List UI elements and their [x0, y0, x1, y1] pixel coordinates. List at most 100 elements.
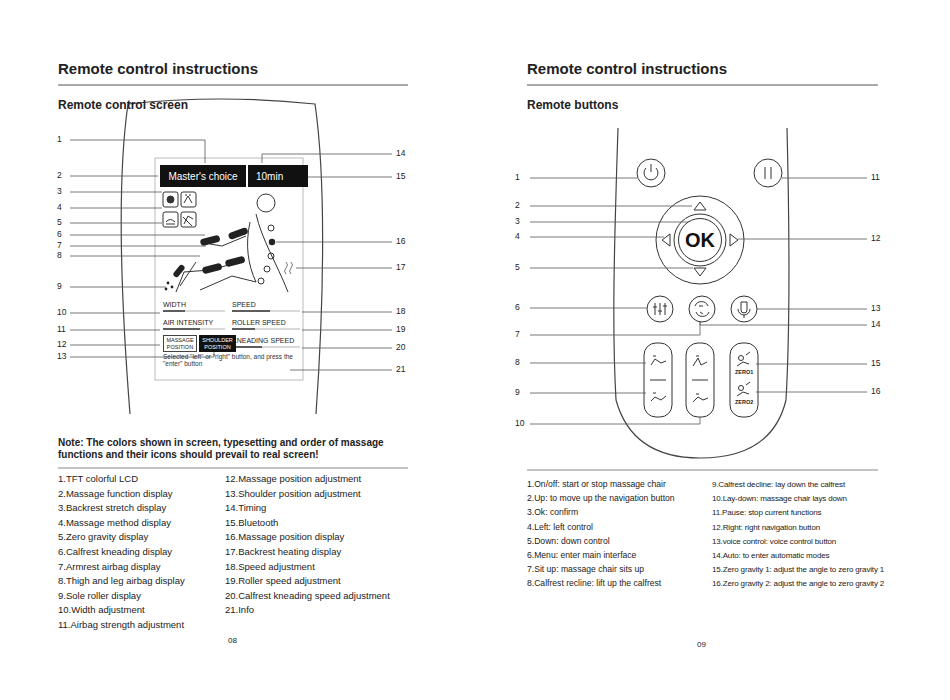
- line-art-line: [70, 246, 206, 247]
- list-item: 11.Pause: stop current functions: [712, 508, 821, 517]
- line-art-line: [232, 346, 262, 348]
- callout-number: 19: [396, 325, 405, 335]
- callout-number: 2: [515, 201, 520, 211]
- callout-number: 1: [57, 135, 62, 145]
- callout-number: 1: [515, 173, 520, 183]
- line-art-circle: [268, 225, 274, 231]
- callout-number: 20: [396, 343, 405, 353]
- line-art-line: [70, 223, 162, 224]
- line-art-line: [70, 192, 162, 193]
- line-art-circle: [656, 196, 744, 284]
- list-item: 4.Left: left control: [527, 523, 593, 533]
- line-art-path: [184, 194, 192, 203]
- callout-number: 4: [57, 203, 62, 213]
- line-art-path: [693, 356, 708, 402]
- callout-number: 16: [396, 237, 405, 247]
- list-item: 7.Sit up: massage chair sits up: [527, 565, 644, 575]
- node-text: Master's choice: [168, 171, 237, 182]
- node-text: OK: [685, 229, 715, 251]
- line-art-g: [165, 227, 276, 291]
- line-art-path: [256, 214, 288, 292]
- list-item: 6.Calfrest kneading display: [58, 547, 172, 558]
- line-art-line: [527, 470, 878, 471]
- callout-number: 7: [57, 241, 62, 251]
- line-art-path: [200, 222, 256, 290]
- list-item: 1.TFT colorful LCD: [58, 474, 138, 485]
- node-text: 10min: [256, 171, 283, 182]
- list-item: 4.Massage method display: [58, 518, 171, 529]
- line-art-path: [183, 216, 193, 226]
- line-art-rect: [181, 192, 196, 207]
- line-art-line: [58, 468, 408, 469]
- list-item: 20.Calfrest kneading speed adjustment: [225, 591, 390, 602]
- line-art-path: [737, 352, 750, 366]
- line-art-line: [70, 256, 200, 257]
- list-item: 19.Roller speed adjustment: [225, 576, 341, 587]
- callout-number: 14: [871, 320, 880, 330]
- line-art-circle: [739, 356, 744, 361]
- callout-number: 15: [871, 359, 880, 369]
- line-art-path: [765, 167, 771, 179]
- list-item: 9.Calfrest decline: lay down the calfres…: [712, 480, 845, 489]
- callout-number: 5: [515, 263, 520, 273]
- callout-number: 6: [515, 303, 520, 313]
- callout-number: 8: [515, 358, 520, 368]
- page-number: 09: [697, 640, 706, 649]
- list-item: 21.Info: [225, 605, 254, 616]
- list-item: 13.voice control: voice control button: [712, 537, 836, 546]
- list-item: 17.Backrest heating display: [225, 547, 341, 558]
- line-art-g: [70, 140, 392, 370]
- button-label: ZERO2: [735, 399, 753, 405]
- line-art-circle: [269, 239, 275, 245]
- callout-number: 2: [57, 171, 62, 181]
- line-art-line: [738, 239, 867, 240]
- screen-label: AIR INTENSITY: [163, 319, 213, 327]
- callout-number: 17: [396, 263, 405, 273]
- callout-number: 21: [396, 365, 405, 375]
- line-art-circle: [268, 253, 274, 259]
- callout-number: 16: [871, 387, 880, 397]
- list-item: 11.Airbag strength adjustment: [58, 620, 184, 631]
- line-art-line: [70, 176, 158, 177]
- line-art-path: [653, 303, 667, 315]
- line-art-path: [530, 417, 700, 424]
- line-art-line: [290, 370, 392, 371]
- callout-number: 13: [871, 304, 880, 314]
- line-art-circle: [647, 296, 673, 322]
- line-art-line: [530, 268, 693, 269]
- screen-label: WIDTH: [163, 301, 186, 309]
- line-art-circle: [731, 296, 757, 322]
- line-art-path: [700, 322, 867, 325]
- line-art-line: [757, 309, 867, 310]
- timer-box: 10min: [248, 165, 308, 187]
- line-art-rect: [686, 343, 714, 417]
- page-heading: Remote control instructions: [527, 60, 727, 77]
- line-art-circle: [171, 286, 174, 289]
- node-text: SHOULDER POSITION: [202, 337, 233, 349]
- line-art-line: [756, 392, 867, 393]
- line-art-line: [163, 310, 185, 312]
- callout-number: 9: [515, 388, 520, 398]
- list-item: 10.Lay-down: massage chair lays down: [712, 494, 847, 503]
- line-art-rect: [163, 192, 178, 207]
- callout-number: 6: [57, 230, 62, 240]
- list-item: 15.Bluetooth: [225, 518, 278, 529]
- line-art-circle: [754, 159, 782, 187]
- section-heading: Remote control screen: [58, 99, 188, 113]
- line-art-circle: [257, 194, 275, 212]
- line-art-line: [530, 206, 692, 207]
- line-art-circle: [167, 196, 174, 203]
- line-art-line: [232, 310, 300, 312]
- line-art-line: [70, 208, 162, 209]
- line-art-line: [650, 380, 666, 381]
- callout-number: 11: [871, 173, 880, 183]
- list-item: 3.Ok: confirm: [527, 508, 578, 518]
- list-item: 14.Auto: to enter automatic modes: [712, 551, 829, 560]
- line-art-line: [756, 364, 867, 365]
- line-art-line: [782, 178, 867, 179]
- list-item: 1.On/off: start or stop massage chair: [527, 480, 666, 490]
- list-item: 2.Up: to move up the navigation button: [527, 494, 675, 504]
- line-art-line: [530, 178, 637, 179]
- screen-label: KNEADING SPEED: [232, 337, 294, 345]
- callout-number: 7: [515, 330, 520, 340]
